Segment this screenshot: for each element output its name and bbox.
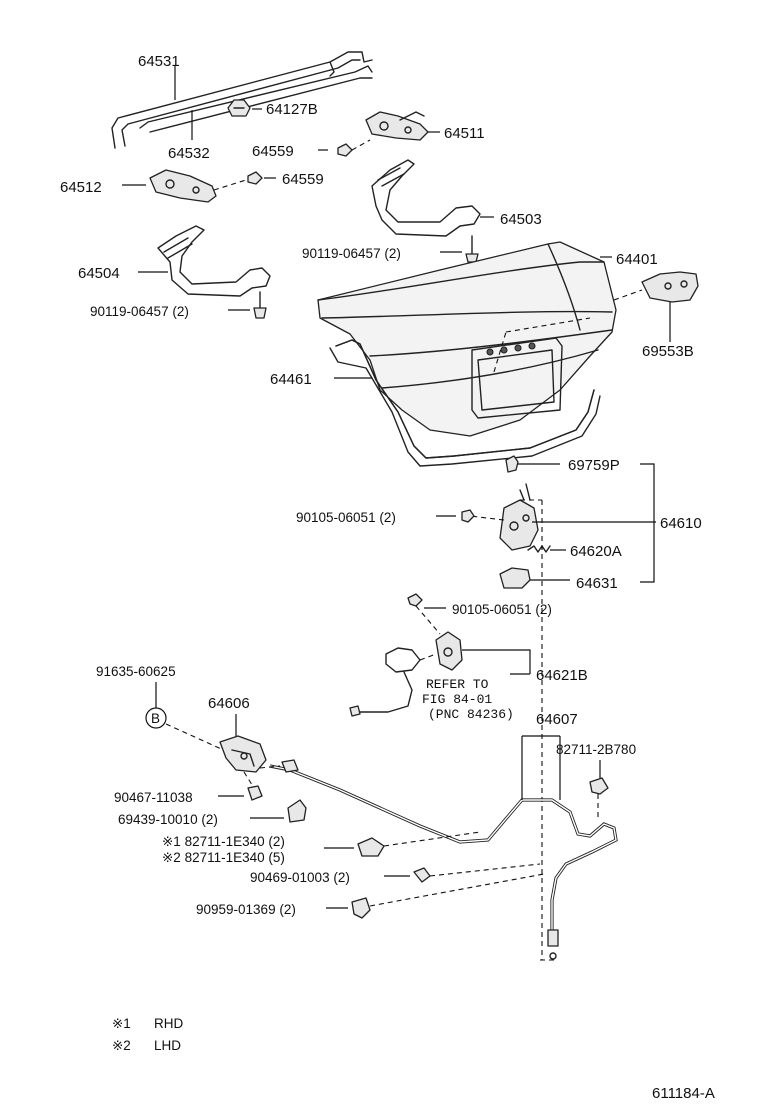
cover-64631-drawing [499,567,531,589]
label-64531: 64531 [138,53,180,70]
legend-note2-text: LHD [154,1038,181,1053]
legend-note1-text: RHD [154,1016,183,1031]
label-69759p: 69759P [568,457,620,474]
clamp-82711-1e340-drawing [357,831,481,857]
label-64607: 64607 [536,711,578,728]
clip-90959-drawing [351,873,545,919]
label-64401: 64401 [616,251,658,268]
label-69553b: 69553B [642,343,694,360]
label-64512: 64512 [60,179,102,196]
lever-64606-drawing [219,735,267,789]
hinge-bracket-64511-drawing [365,111,429,141]
label-64511: 64511 [444,125,485,142]
label-91635: 91635-60625 [96,664,176,679]
clip-69439-drawing [287,799,307,823]
clip-64127b-drawing [227,99,251,117]
label-90959: 90959-01369 (2) [196,902,296,917]
cylinder-64621b-drawing [349,631,463,717]
label-69439: 69439-10010 (2) [118,812,218,827]
dashed-guide-bolt-b [165,723,229,753]
label-64559-upper: 64559 [252,143,294,160]
bolt-64559-upper-drawing [337,139,371,157]
leader-64607 [521,735,561,800]
label-82711-2b780: 82711-2B780 [556,742,636,757]
label-90119-lower: 90119-06457 (2) [90,304,189,319]
hinge-64504-drawing [157,225,271,297]
label-90105-upper: 90105-06051 (2) [296,510,396,525]
hinge-bracket-64512-drawing [149,169,217,203]
bolt-b-letter: B [151,711,160,726]
bolt-64559-lower-drawing [213,171,263,191]
label-64504: 64504 [78,265,120,282]
bolt-90467-drawing [247,785,263,801]
torsion-bar-64531-drawing [111,51,373,149]
bracket-69553b-drawing [613,271,699,303]
label-64532: 64532 [168,145,210,162]
cable-64607-drawing [259,759,618,960]
clip-90469-drawing [413,863,541,883]
label-64127b: 64127B [266,101,318,118]
figure-code: 611184-A [652,1085,715,1102]
spring-64620a-drawing [527,545,551,553]
bolt-90119-lower-drawing [253,291,267,319]
lock-64610-drawing [461,483,539,551]
refer-note-line3: (PNC 84236) [428,707,514,722]
leader-64621b-a [462,649,531,674]
legend-note2-mark: ※2 [112,1038,131,1053]
label-90119-upper: 90119-06457 (2) [302,246,401,261]
label-64631: 64631 [576,575,618,592]
legend-note1-mark: ※1 [112,1016,131,1031]
label-64620a: 64620A [570,543,622,560]
label-64606: 64606 [208,695,250,712]
bolt-b-marker [145,707,167,729]
trunk-lid-64401-drawing [317,241,617,437]
weatherstrip-64461-drawing [329,339,601,467]
refer-note-line1: REFER TO [426,677,489,692]
group-bracket-64610 [640,463,655,583]
cushion-69759p-drawing [505,455,519,473]
bolt-90119-upper-drawing [465,235,479,263]
label-64621b: 64621B [536,667,588,684]
label-90105-lower: 90105-06051 (2) [452,602,552,617]
bolt-90105-lower-drawing [407,593,441,635]
refer-note-line2: FIG 84-01 [422,692,492,707]
label-90467: 90467-11038 [114,790,193,805]
label-82711-1e340-lhd: ※2 82711-1E340 (5) [162,850,285,865]
label-64461: 64461 [270,371,312,388]
label-64559-lower: 64559 [282,171,324,188]
hinge-64503-drawing [371,159,481,237]
clamp-82711-2b780-drawing [589,777,609,818]
label-82711-1e340-rhd: ※1 82711-1E340 (2) [162,834,285,849]
label-90469: 90469-01003 (2) [250,870,350,885]
label-64503: 64503 [500,211,542,228]
label-64610: 64610 [660,515,702,532]
